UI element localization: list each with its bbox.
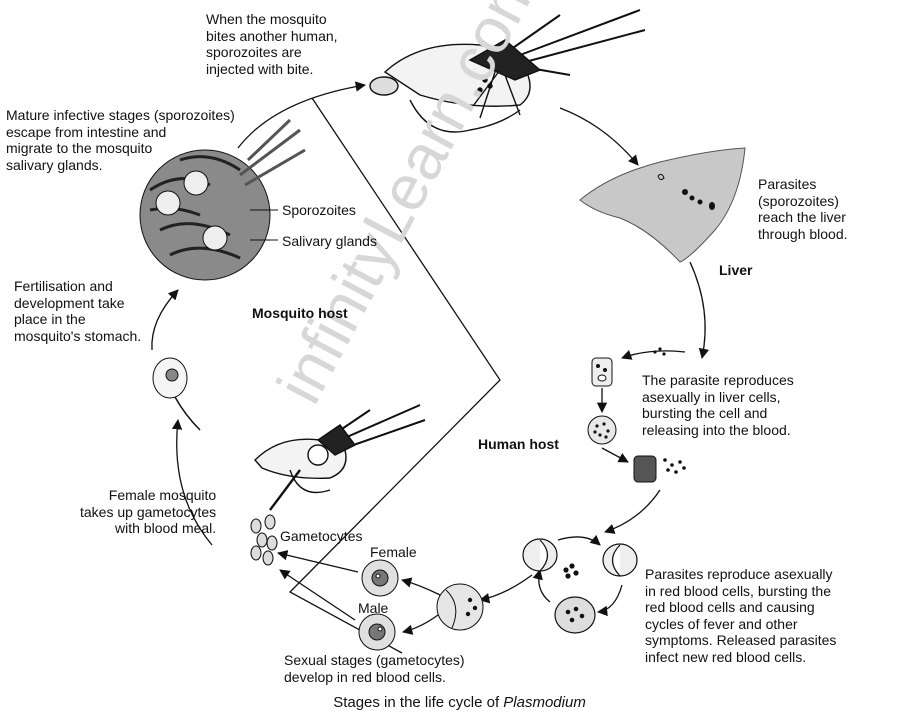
label-female-mosquito: Female mosquito takes up gametocytes wit… xyxy=(80,487,217,536)
label-gametocytes: Gametocytes xyxy=(280,528,363,544)
label-liver-cells: The parasite reproduces asexually in liv… xyxy=(642,372,794,438)
arrow-female-to-gametocytes xyxy=(276,550,359,573)
label-parasites-liver: Parasites (sporozoites) reach the liver … xyxy=(758,176,848,242)
figure-caption: Stages in the life cycle of Plasmodium xyxy=(0,694,919,711)
host-divider-line xyxy=(288,97,501,654)
salivary-gland-icon xyxy=(139,118,306,281)
liver-parasites-icon xyxy=(657,173,715,210)
label-salivary-glands: Salivary glands xyxy=(282,233,377,249)
arrow-into-liver-cell xyxy=(621,349,686,360)
liver-icon xyxy=(579,147,746,263)
gametocytes-cluster-icon xyxy=(250,514,278,566)
mosquito-biting-bottom-icon xyxy=(254,404,426,511)
ookinete-icon xyxy=(152,357,201,431)
arrow-rbc-cycle-1 xyxy=(557,534,601,546)
label-mosquito-host: Mosquito host xyxy=(252,305,348,321)
label-mature-stages: Mature infective stages (sporozoites) es… xyxy=(6,107,235,173)
mosquito-biting-top-icon xyxy=(369,9,646,133)
arrow-burst-to-release xyxy=(601,447,629,463)
arrow-male-to-gametocytes xyxy=(279,569,356,621)
label-sexual-stages: Sexual stages (gametocytes) develop in r… xyxy=(284,652,465,685)
label-female: Female xyxy=(370,544,417,560)
label-human-host: Human host xyxy=(478,436,559,452)
arrow-glands-to-bite xyxy=(237,81,367,149)
rbc-cycle-icon xyxy=(522,538,638,634)
label-bite: When the mosquito bites another human, s… xyxy=(206,11,338,77)
liver-cell-icon xyxy=(591,357,613,387)
infected-rbc-icon xyxy=(436,583,484,631)
female-gametocyte-icon xyxy=(361,559,399,597)
label-rbc-reproduction: Parasites reproduce asexually in red blo… xyxy=(645,566,837,665)
arrow-up-left xyxy=(171,418,213,546)
sporozoite-dots-icon xyxy=(653,347,666,356)
arrow-to-female xyxy=(400,577,441,596)
arrow-release-to-rbc xyxy=(604,489,661,534)
caption-organism: Plasmodium xyxy=(503,694,586,711)
arrow-mosquito-to-liver xyxy=(559,107,639,166)
label-fertilisation: Fertilisation and development take place… xyxy=(14,278,142,344)
arrow-to-male xyxy=(401,614,439,635)
bursting-cell-icon xyxy=(633,455,686,483)
schizont-icon xyxy=(587,415,617,445)
arrow-rbc-cycle-3 xyxy=(532,568,551,603)
arrow-liver-to-cells xyxy=(689,261,709,360)
male-gametocyte-icon xyxy=(358,613,396,651)
caption-prefix: Stages in the life cycle of xyxy=(333,694,504,711)
label-sporozoites: Sporozoites xyxy=(282,202,356,218)
label-male: Male xyxy=(358,600,389,616)
arrow-rbc-cycle-2 xyxy=(596,584,623,617)
arrow-zygote-to-stomach xyxy=(151,289,179,351)
arrow-rbc-to-sexual xyxy=(478,574,533,604)
label-liver: Liver xyxy=(719,262,753,278)
